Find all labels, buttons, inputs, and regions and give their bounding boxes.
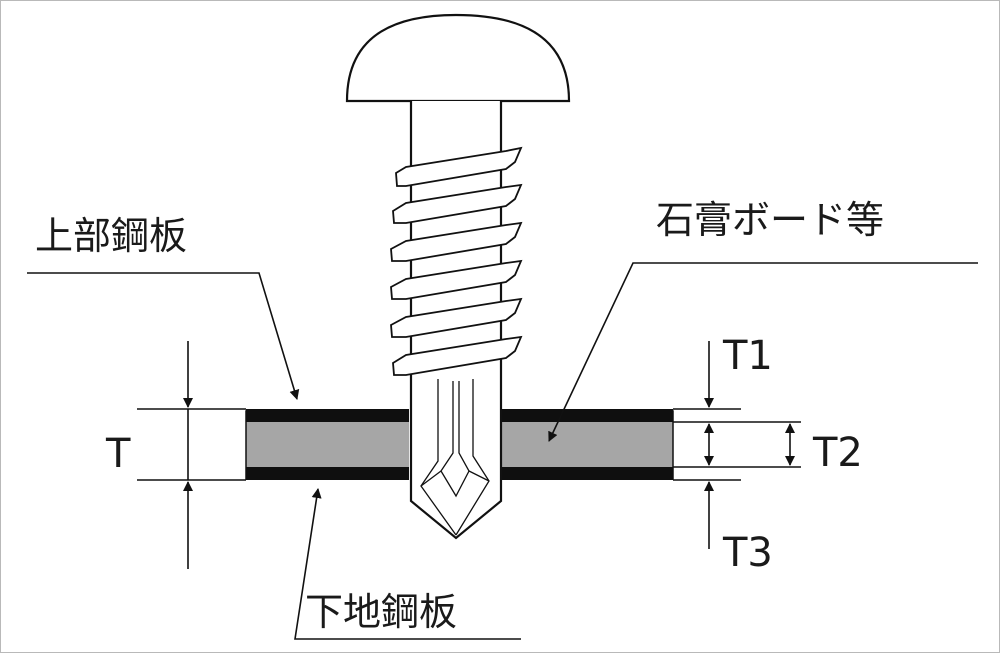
screw-icon bbox=[345, 13, 571, 540]
screw-head bbox=[345, 13, 571, 103]
leader-lines bbox=[27, 262, 978, 640]
upper-steel-plate-label: 上部鋼板 bbox=[35, 214, 187, 258]
base-steel-plate-label: 下地鋼板 bbox=[305, 590, 457, 634]
total-thickness-label: T bbox=[105, 431, 131, 477]
t3-label: T3 bbox=[722, 530, 773, 576]
total-thickness-dimension bbox=[137, 341, 246, 569]
layer-thickness-dimensions bbox=[673, 341, 801, 549]
gypsum-board-label: 石膏ボード等 bbox=[656, 198, 884, 242]
t1-label: T1 bbox=[722, 333, 773, 379]
screw-threads bbox=[390, 146, 523, 376]
drill-point bbox=[420, 379, 490, 536]
t2-label: T2 bbox=[812, 430, 863, 476]
